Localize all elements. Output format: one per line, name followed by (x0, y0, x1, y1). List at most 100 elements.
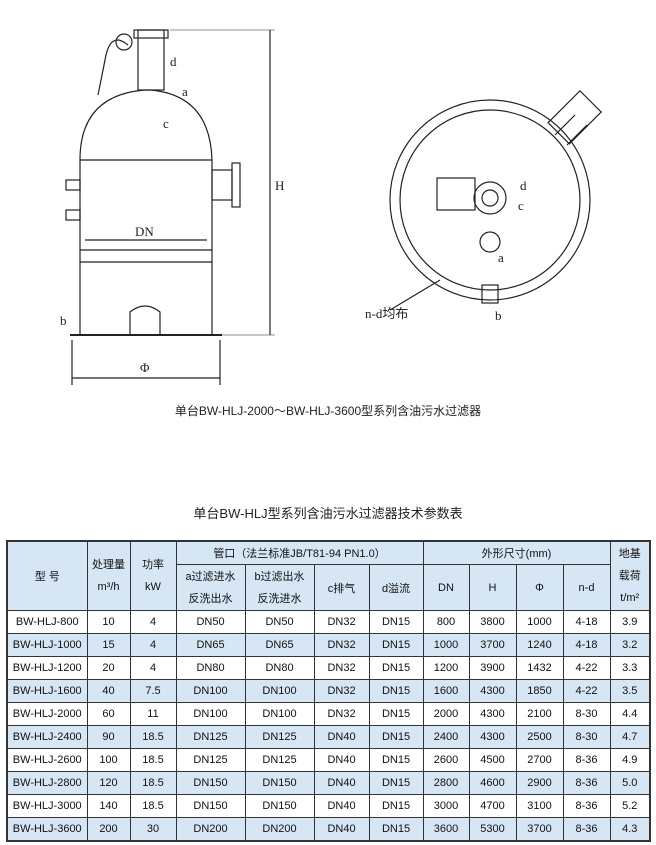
table-cell: DN40 (313, 725, 370, 749)
table-cell: 4.9 (609, 748, 651, 772)
table-cell: DN150 (175, 771, 246, 795)
table-cell: BW-HLJ-2800 (6, 771, 88, 795)
table-cell: 7.5 (129, 679, 177, 703)
table-cell: DN80 (244, 656, 315, 680)
table-cell: DN100 (244, 679, 315, 703)
table-cell: DN65 (244, 633, 315, 657)
table-cell: 4.3 (609, 817, 651, 842)
table-cell: BW-HLJ-3600 (6, 817, 88, 842)
table-cell: 2800 (422, 771, 470, 795)
vessel-body (79, 89, 213, 336)
table-cell: 4-18 (562, 610, 611, 634)
table-cell: 4300 (468, 702, 517, 726)
table-cell: 3000 (422, 794, 470, 818)
table-cell: 15 (86, 633, 131, 657)
table-cell: 18.5 (129, 771, 177, 795)
table-cell: 4 (129, 610, 177, 634)
table-cell: DN150 (244, 771, 315, 795)
header-nd: n-d (562, 564, 611, 611)
table-cell: 8-36 (562, 748, 611, 772)
table-cell: 100 (86, 748, 131, 772)
table-cell: DN15 (368, 817, 424, 842)
table-cell: 1200 (422, 656, 470, 680)
table-cell: DN15 (368, 748, 424, 772)
table-cell: 5.0 (609, 771, 651, 795)
table-cell: 4-22 (562, 679, 611, 703)
table-cell: 200 (86, 817, 131, 842)
label-c: c (163, 116, 169, 131)
table-cell: DN40 (313, 817, 370, 842)
label-phi: Φ (140, 360, 150, 375)
table-cell: BW-HLJ-3000 (6, 794, 88, 818)
table-cell: 5300 (468, 817, 517, 842)
table-cell: 4300 (468, 725, 517, 749)
table-cell: 2000 (422, 702, 470, 726)
table-cell: DN15 (368, 702, 424, 726)
table-cell: 20 (86, 656, 131, 680)
table-cell: 1240 (515, 633, 564, 657)
table-cell: 1000 (515, 610, 564, 634)
header-h: H (468, 564, 517, 611)
header-ports: 管口（法兰标准JB/T81-94 PN1.0） (175, 540, 424, 565)
top-label-b: b (495, 308, 502, 323)
table-cell: 4 (129, 633, 177, 657)
table-cell: 3800 (468, 610, 517, 634)
table-cell: 3100 (515, 794, 564, 818)
table-cell: 2700 (515, 748, 564, 772)
table-cell: 4700 (468, 794, 517, 818)
top-label-d: d (520, 178, 527, 193)
table-cell: DN15 (368, 610, 424, 634)
table-cell: DN125 (244, 725, 315, 749)
header-port-c: c排气 (313, 564, 370, 611)
table-cell: 3700 (515, 817, 564, 842)
table-cell: 1000 (422, 633, 470, 657)
top-label-a: a (498, 250, 504, 265)
table-cell: 18.5 (129, 794, 177, 818)
table-cell: DN100 (175, 679, 246, 703)
table-cell: 4-18 (562, 633, 611, 657)
header-port-b: b过滤出水反洗进水 (244, 564, 315, 611)
table-cell: 4 (129, 656, 177, 680)
table-cell: DN32 (313, 633, 370, 657)
table-cell: 40 (86, 679, 131, 703)
table-cell: DN150 (244, 794, 315, 818)
table-cell: BW-HLJ-2600 (6, 748, 88, 772)
table-cell: 8-36 (562, 817, 611, 842)
table-title: 单台BW-HLJ型系列含油污水过滤器技术参数表 (193, 506, 463, 521)
table-cell: BW-HLJ-1000 (6, 633, 88, 657)
table-cell: DN15 (368, 794, 424, 818)
table-cell: 1432 (515, 656, 564, 680)
drawing-caption: 单台BW-HLJ-2000～BW-HLJ-3600型系列含油污水过滤器 (174, 404, 482, 418)
table-cell: DN200 (244, 817, 315, 842)
table-cell: 4-22 (562, 656, 611, 680)
filter-drawing: d a c H DN b Φ d c a b n-d均布 (60, 29, 603, 385)
table-cell: 18.5 (129, 725, 177, 749)
table-cell: 4600 (468, 771, 517, 795)
table-cell: 5.2 (609, 794, 651, 818)
table-cell: DN32 (313, 656, 370, 680)
table-cell: 4.4 (609, 702, 651, 726)
table-cell: 1850 (515, 679, 564, 703)
table-cell: DN32 (313, 679, 370, 703)
table-cell: 2900 (515, 771, 564, 795)
table-cell: 4.7 (609, 725, 651, 749)
table-cell: 2100 (515, 702, 564, 726)
table-cell: 3700 (468, 633, 517, 657)
table-cell: DN65 (175, 633, 246, 657)
top-label-c: c (518, 198, 524, 213)
table-cell: 2400 (422, 725, 470, 749)
label-b: b (60, 313, 67, 328)
table-cell: 800 (422, 610, 470, 634)
table-cell: DN125 (175, 748, 246, 772)
table-cell: BW-HLJ-2400 (6, 725, 88, 749)
table-cell: BW-HLJ-800 (6, 610, 88, 634)
table-cell: DN15 (368, 633, 424, 657)
